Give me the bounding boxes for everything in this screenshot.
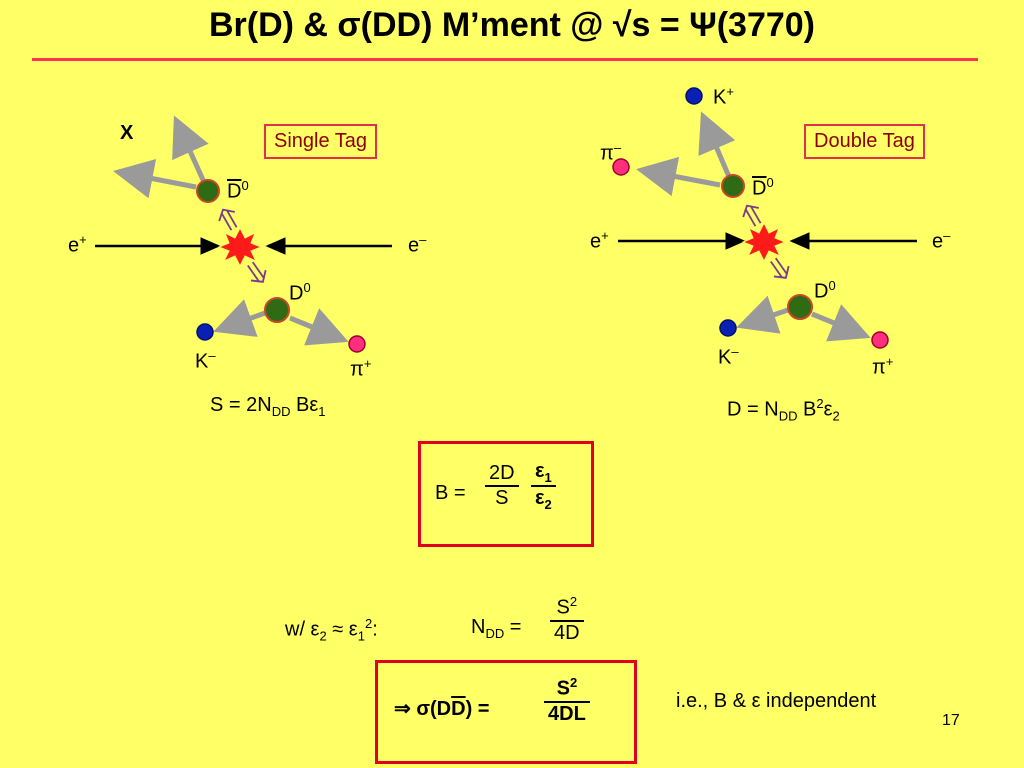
dbar-label-2: D0 (752, 175, 774, 200)
double-tag-label: Double Tag (804, 124, 925, 159)
dbar-label: D0 (227, 178, 249, 203)
x-track-arrow-2 (113, 158, 197, 199)
d0-label: D0 (289, 280, 311, 305)
sigma-lhs: ⇒ σ(DD) = (394, 698, 490, 720)
k-plus-track (698, 111, 736, 187)
pi-plus-dot-2 (871, 331, 889, 349)
d0-meson-dot-2 (787, 294, 813, 320)
pi-plus-dot (348, 335, 366, 353)
e-plus-label: e+ (68, 232, 87, 257)
double-arrow-down-icon (247, 261, 267, 283)
sigma-fraction: S2 4DL (544, 675, 590, 726)
dbar-meson-dot-2 (721, 174, 745, 198)
pi-plus-label: π+ (350, 356, 372, 381)
cross-section-box: ⇒ σ(DD) = S2 4DL (375, 660, 637, 764)
pi-minus-track (636, 156, 721, 197)
collision-burst-icon-2 (741, 221, 787, 263)
k-minus-dot (196, 323, 214, 341)
slide-title: Br(D) & σ(DD) M’ment @ √s = Ψ(3770) (208, 6, 816, 44)
pi-minus-label: π– (600, 140, 622, 165)
independence-note: i.e., B & ε independent (676, 690, 877, 712)
pi-plus-track (289, 308, 349, 346)
pi-minus-dot (612, 158, 630, 176)
dbar-meson-dot (196, 179, 220, 203)
e-plus-label-2: e+ (590, 228, 609, 253)
k-plus-dot (685, 87, 703, 105)
ndd-fraction: S2 4D (550, 594, 584, 645)
k-minus-label: K– (195, 348, 216, 373)
x-track-arrow (172, 115, 211, 193)
title-underline (32, 58, 978, 61)
pi-plus-track-2 (811, 304, 871, 342)
double-arrow-up-icon-2 (742, 204, 762, 227)
k-minus-dot-2 (719, 319, 737, 337)
d0-label-2: D0 (814, 278, 836, 303)
double-arrow-up-icon (218, 208, 238, 231)
double-tag-diagram (612, 87, 917, 349)
collision-burst-icon (217, 226, 263, 268)
e-minus-label-2: e– (932, 228, 951, 253)
efficiency-approximation: w/ ε2 ≈ ε12: (285, 616, 378, 644)
single-tag-label: Single Tag (264, 124, 378, 159)
fraction-eps1-over-eps2: ε1 ε2 (531, 460, 556, 512)
k-minus-label-2: K– (718, 344, 739, 369)
double-arrow-down-icon-2 (770, 257, 790, 279)
single-tag-formula: S = 2NDD Bε1 (210, 394, 326, 419)
pi-plus-label-2: π+ (872, 354, 894, 379)
k-minus-track (213, 299, 266, 337)
single-tag-diagram (95, 115, 392, 353)
double-tag-formula: D = NDD B2ε2 (727, 396, 840, 424)
k-minus-track-2 (736, 295, 789, 334)
x-label: X (120, 122, 134, 144)
e-minus-label: e– (408, 232, 427, 257)
ndd-lhs: NDD = (471, 616, 522, 641)
d0-meson-dot (264, 297, 290, 323)
b-equals: B = (435, 482, 466, 504)
k-plus-label: K+ (713, 84, 734, 109)
page-number: 17 (942, 712, 960, 729)
